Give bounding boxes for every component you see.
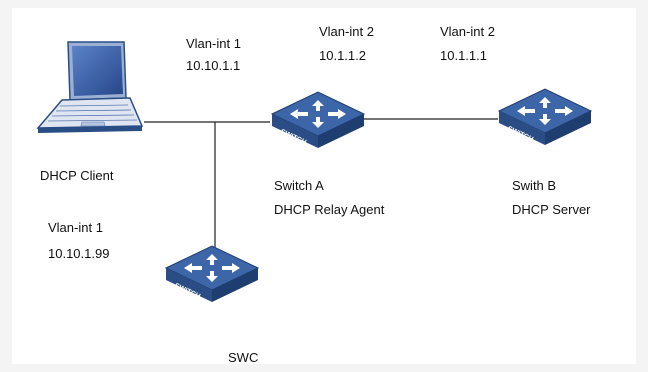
switch-a-name-label: Switch A [274, 178, 324, 193]
client-vlan-label: Vlan-int 1 [48, 220, 103, 235]
client-name-label: DHCP Client [40, 168, 114, 183]
laptop-icon[interactable] [32, 38, 150, 134]
switch-b-vlan-label: Vlan-int 2 [440, 24, 495, 39]
connection-lines [144, 118, 498, 253]
switch-a-role-label: DHCP Relay Agent [274, 202, 385, 217]
switch-a-icon[interactable]: SWITCH [266, 86, 370, 156]
switch-a-vlan1-label: Vlan-int 1 [186, 36, 241, 51]
switch-b-ip-label: 10.1.1.1 [440, 48, 487, 63]
switch-b-name-label: Swith B [512, 178, 557, 193]
network-diagram: SWITCH SWITCH [12, 8, 636, 365]
swc-icon[interactable]: SWITCH [160, 240, 264, 310]
switch-b-role-label: DHCP Server [512, 202, 591, 217]
switch-a-ip1-label: 10.10.1.1 [186, 58, 241, 73]
switch-a-ip2-label: 10.1.1.2 [319, 48, 366, 63]
switch-b-icon[interactable]: SWITCH [493, 83, 597, 153]
switch-a-vlan2-label: Vlan-int 2 [319, 24, 374, 39]
swc-name-label: SWC [228, 350, 259, 365]
client-ip-label: 10.10.1.99 [48, 246, 110, 261]
